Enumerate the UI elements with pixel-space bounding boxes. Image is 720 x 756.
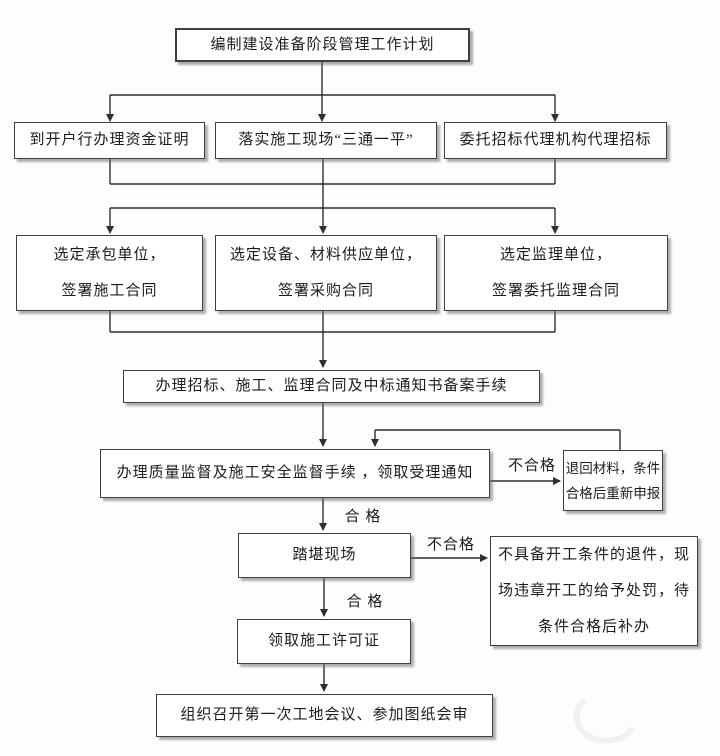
node-select-supervisor: 选定监理单位， 签署委托监理合同 xyxy=(444,235,668,311)
node-construction-permit: 领取施工许可证 xyxy=(237,619,411,664)
watermark xyxy=(573,697,636,744)
node-contract-filing: 办理招标、施工、监理合同及中标通知书备案手续 xyxy=(123,370,540,403)
node-site-three-supplies: 落实施工现场“三通一平” xyxy=(215,122,437,159)
edge-label-fail-quality: 不合格 xyxy=(507,458,556,474)
node-select-supplier: 选定设备、材料供应单位， 签署采购合同 xyxy=(215,235,437,311)
node-reject-conditions: 不具备开工条件的退件，现 场违章开工的给予处罚，待 条件合格后补办 xyxy=(490,536,698,646)
edge-label-pass-quality: 合 格 xyxy=(344,509,382,525)
node-return-materials: 退回材料，条件 合格后重新申报 xyxy=(563,450,663,511)
edge-label-fail-inspection: 不合格 xyxy=(426,537,475,553)
node-quality-safety-supervision: 办理质量监督及施工安全监督手续 ，领取受理通知 xyxy=(100,449,490,498)
node-fund-certificate: 到开户行办理资金证明 xyxy=(14,122,205,159)
node-site-inspection: 踏堪现场 xyxy=(238,533,411,578)
edge-label-pass-inspection: 合 格 xyxy=(346,594,384,610)
node-prepare-plan: 编制建设准备阶段管理工作计划 xyxy=(175,28,470,62)
node-first-site-meeting: 组织召开第一次工地会议、参加图纸会审 xyxy=(156,694,493,737)
node-select-contractor: 选定承包单位， 签署施工合同 xyxy=(16,235,203,311)
node-bidding-agency: 委托招标代理机构代理招标 xyxy=(444,122,667,159)
